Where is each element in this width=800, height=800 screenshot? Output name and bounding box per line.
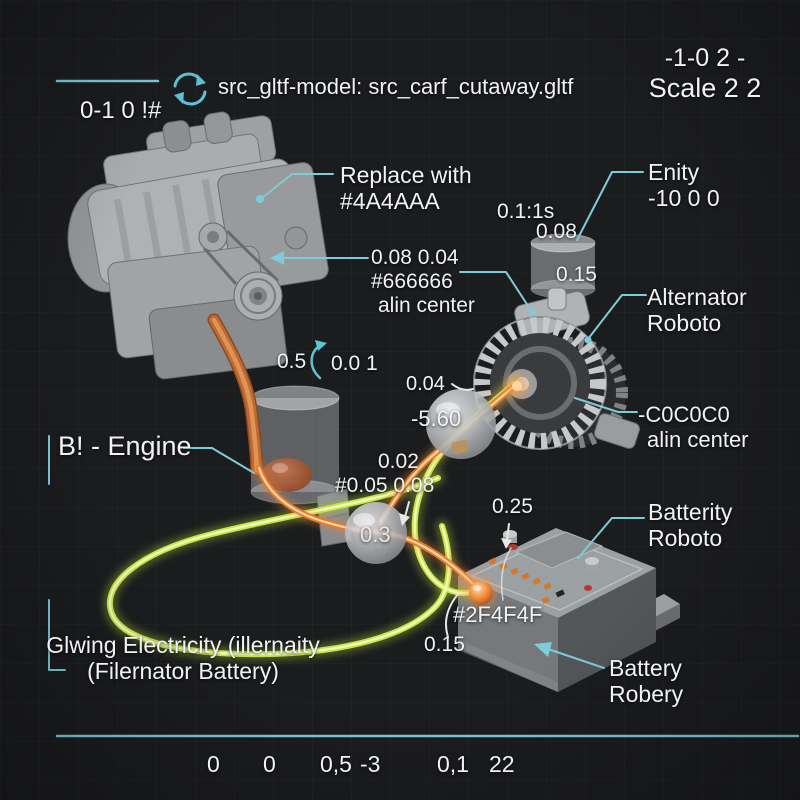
junction-line1-label: 0.02: [378, 450, 419, 473]
alternator-color-line2: alin center: [647, 427, 749, 453]
glow-caption-line2: (Filernator Battery): [87, 658, 279, 685]
sphere-primitive-large: [426, 389, 496, 459]
battery-label: Battery Robery: [609, 655, 683, 707]
sphere-value-label: -5.60: [411, 406, 462, 431]
refresh-icon: [173, 72, 207, 106]
alternator-line2: Roboto: [647, 310, 722, 337]
rotation-label: -1-0 2 -: [664, 44, 746, 72]
arc-mark-sphere: [451, 383, 474, 391]
leader-lines: [48, 79, 800, 738]
leader-alternator-color: [574, 397, 638, 413]
curve-battery-offset: [445, 593, 459, 638]
terminal-label: 0.25: [492, 495, 533, 518]
rotation-right-label: 0.0 1: [331, 352, 378, 375]
leader-alternator-dot: [584, 336, 592, 344]
leader-entity: [576, 171, 644, 241]
tick-2: 0,5: [320, 751, 352, 777]
material-label: 0.08 0.04 #666666 alin center: [371, 246, 475, 318]
battery-entity-label: Batterity Roboto: [648, 499, 732, 551]
leader-glow-caption: [48, 599, 66, 671]
model-source-label: src_gltf-model: src_carf_cutaway.gltf: [218, 74, 574, 99]
leader-replace-with: [261, 173, 334, 199]
replace-with-label: Replace with #4A4AAA: [340, 162, 472, 214]
alternator-hub-glow: [506, 375, 528, 397]
tick-1: 0: [263, 751, 276, 777]
material-line2: #666666: [371, 269, 453, 293]
engine-cutaway-model: [67, 111, 329, 380]
battery-color-label: #2F4F4F: [453, 602, 543, 627]
battery-entity-line2: Roboto: [648, 525, 723, 552]
alternator-color-label: -C0C0C0 alin center: [638, 402, 749, 452]
battery-offset-label: 0.15: [424, 633, 465, 656]
arrow-terminal-line: [506, 523, 510, 541]
white-annotation-marks: [399, 383, 512, 638]
material-line1: 0.08 0.04: [371, 246, 459, 269]
leader-engine-right: [183, 447, 255, 474]
rotate-arc-icon: [310, 340, 327, 380]
alternator-model: [473, 287, 640, 450]
leader-material-dot: [530, 310, 536, 316]
material-line3: alin center: [378, 293, 475, 317]
cylinder-height-label: 0.15: [556, 263, 597, 286]
leader-material-right: [459, 271, 533, 313]
alternator-color-line1: -C0C0C0: [638, 402, 730, 427]
tick-5: 22: [489, 751, 515, 777]
engine-label: B! - Engine: [58, 431, 192, 461]
leader-battery-entity: [577, 517, 645, 559]
replace-with-line1: Replace with: [340, 162, 472, 188]
arrow-terminal-head: [501, 538, 512, 549]
arrow-junction-line: [404, 501, 410, 518]
cylinder-radius-label: 0.08: [536, 220, 577, 243]
curve-battery-top: [500, 547, 512, 601]
entity-line2: -10 0 0: [648, 185, 720, 212]
sphere-offset-label: 0.04: [406, 373, 445, 395]
tick-4: 0,1: [437, 751, 469, 777]
leader-battery: [547, 648, 605, 669]
alternator-label: Alternator Roboto: [647, 284, 747, 336]
cylinder-duration-label: 0.1:1s: [497, 200, 555, 223]
rotation-scale-block: -1-0 2 - Scale 2 2: [625, 44, 785, 103]
scale-label: Scale 2 2: [648, 72, 762, 103]
glow-caption-line1: Glwing Electricity (illernaity: [46, 632, 320, 658]
rotation-left-label: 0.5: [277, 350, 307, 373]
junction-line2-label: #0.05 0.08: [335, 474, 435, 497]
arrow-junction-head: [399, 513, 410, 526]
battery-line2: Robery: [609, 681, 684, 708]
sphere-primitive-junction: [345, 502, 407, 564]
leader-alternator: [587, 294, 647, 340]
tick-3: -3: [360, 751, 381, 777]
battery-line1: Battery: [609, 655, 682, 681]
battery-terminal-negative: [584, 557, 599, 591]
glow-caption: Glwing Electricity (illernaity (Filernat…: [42, 632, 324, 684]
entity-line1: Enity: [648, 159, 700, 185]
leader-replace-dot: [256, 195, 264, 203]
leader-battery-arrowhead: [534, 642, 552, 657]
alternator-line1: Alternator: [647, 284, 747, 310]
tick-0: 0: [207, 751, 220, 777]
pose-label: 0-1 0 !#: [80, 97, 162, 124]
junction-value-label: 0.3: [360, 522, 391, 547]
entity-label: Enity -10 0 0: [648, 159, 720, 211]
battery-entity-line1: Batterity: [648, 499, 733, 525]
replace-with-line2: #4A4AAA: [340, 188, 440, 215]
leader-material-arrowhead: [270, 251, 284, 265]
orange-connector-sphere: [450, 572, 498, 610]
